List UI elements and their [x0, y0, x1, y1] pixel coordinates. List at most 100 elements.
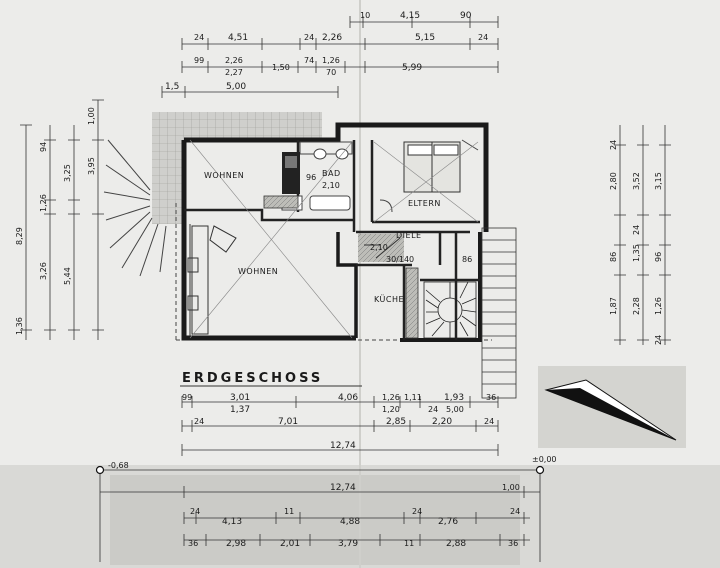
dim-bot-r1-2: 1,37	[230, 405, 250, 415]
level-markers: -0,68 ±0,00	[95, 455, 557, 475]
shelf	[263, 195, 299, 209]
dim-top-r3-1: 2,26	[225, 56, 243, 65]
dim-left-3: 8,29	[15, 227, 24, 245]
room-label-diele-height: 2,10	[370, 243, 388, 252]
dim-left-8: 1,00	[87, 107, 96, 125]
dim-bot-r1-0: 99	[182, 393, 192, 402]
dim-bot-r1-1: 3,01	[230, 393, 250, 403]
dim-bot-r6-0: 36	[188, 539, 198, 548]
room-label-wand: 30/140	[386, 255, 414, 264]
door-marks	[187, 224, 401, 336]
dim-right-4: 1,87	[609, 297, 618, 315]
dim-bot-r5-5: 2,76	[438, 517, 458, 527]
right-dimension-texts: 2,80 3,52 3,15 1,35 1,87 2,28 1,26 86 96…	[609, 140, 663, 345]
dim-right-10: 24	[632, 225, 641, 235]
dim-bot-r5-6: 24	[510, 507, 520, 516]
dim-top-r3-4: 74	[304, 56, 314, 65]
dim-right-5: 2,28	[632, 297, 641, 315]
dim-left-2: 3,95	[87, 157, 96, 175]
dim-right-9: 24	[609, 140, 618, 150]
dim-top-r2-0: 24	[194, 33, 204, 42]
dim-right-0: 2,80	[609, 172, 618, 190]
outdoor-stair	[481, 227, 517, 399]
dim-bot-r2-2: 2,85	[386, 417, 406, 427]
dim-top-r3-2: 2,27	[225, 68, 243, 77]
stove	[282, 152, 300, 194]
bottom-dimension-texts: 99 3,01 1,37 4,06 1,26 1,20 1,11 24 5,00…	[182, 393, 520, 549]
hall-floor	[358, 234, 404, 262]
top-dimension-lines	[161, 16, 499, 98]
sun-rays	[103, 139, 167, 277]
dim-right-11: 24	[654, 335, 663, 345]
dim-bot-r3-0: 12,74	[330, 441, 356, 451]
dim-bot-r4-1: 1,00	[502, 483, 520, 492]
dim-left-7: 1,36	[15, 317, 24, 335]
dim-right-7: 86	[609, 252, 618, 262]
dim-right-1: 3,52	[632, 172, 641, 190]
dim-bot-r6-3: 3,79	[338, 539, 358, 549]
dim-bot-r2-4: 24	[484, 417, 494, 426]
dim-top-r4-1: 5,00	[226, 82, 246, 92]
dim-right-6: 1,26	[654, 297, 663, 315]
dim-top-r3-7: 5,99	[402, 63, 422, 73]
room-label-86: 86	[462, 255, 472, 264]
room-label-bad-small: 96	[306, 173, 316, 182]
dim-left-6: 3,26	[39, 262, 48, 280]
dim-bot-r1-3: 4,06	[338, 393, 358, 403]
dim-top-r4-0: 1,5	[165, 82, 179, 92]
room-label-diele: DIELE	[396, 231, 422, 240]
dim-bot-r2-3: 2,20	[432, 417, 452, 427]
dim-top-r1-2: 10	[360, 11, 370, 20]
dim-bot-r1-9: 1,93	[444, 393, 464, 403]
floor-plan: WOHNEN WOHNEN BAD 2,10 96 ELTERN DIELE 2…	[103, 112, 517, 399]
top-dimension-texts: 4,15 90 10 24 4,51 24 2,26 5,15 24 99 2,…	[165, 11, 488, 92]
dim-top-r3-0: 99	[194, 56, 204, 65]
dim-bot-r2-1: 7,01	[278, 417, 298, 427]
left-dimension-lines	[20, 99, 104, 340]
dim-bot-r4-0: 12,74	[330, 483, 356, 493]
dim-bot-r5-2: 11	[284, 507, 294, 516]
dim-bot-r6-4: 11	[404, 539, 414, 548]
bottom-dimension-lines	[99, 396, 541, 562]
bed	[403, 141, 461, 193]
room-label-bad: BAD	[322, 169, 341, 178]
dim-bot-r5-0: 24	[190, 507, 200, 516]
left-dimension-texts: 94 3,25 3,95 8,29 1,26 5,44 3,26 1,36 1,…	[15, 107, 96, 335]
right-dimension-lines	[614, 125, 671, 345]
dim-bot-r6-5: 2,88	[446, 539, 466, 549]
dim-top-r2-5: 24	[478, 33, 488, 42]
dim-left-4: 1,26	[39, 194, 48, 212]
dim-left-5: 5,44	[63, 267, 72, 285]
paper-fold-band-2	[110, 475, 520, 565]
kitchen-counter	[405, 267, 419, 339]
diagonal-lines	[189, 139, 479, 339]
room-label-eltern: ELTERN	[408, 199, 441, 208]
dim-bot-r1-8: 5,00	[446, 405, 464, 414]
dim-top-r2-4: 5,15	[415, 33, 435, 43]
dim-left-0: 94	[39, 142, 48, 152]
north-arrow-box	[538, 366, 686, 448]
dim-top-r1-0: 4,15	[400, 11, 420, 21]
dim-bot-r5-3: 4,88	[340, 517, 360, 527]
room-label-bad-height: 2,10	[322, 181, 340, 190]
dim-top-r3-3: 1,50	[272, 63, 290, 72]
room-label-kueche: KÜCHE	[374, 294, 404, 304]
dim-top-r3-5: 1,26	[322, 56, 340, 65]
staircase	[423, 281, 477, 339]
outer-walls	[181, 122, 489, 342]
dim-bot-r1-5: 1,20	[382, 405, 400, 414]
dim-bot-r5-1: 4,13	[222, 517, 242, 527]
dim-right-3: 1,35	[632, 244, 641, 262]
dim-top-r3-6: 70	[326, 68, 336, 77]
door-swing-bed	[379, 139, 479, 213]
terrace-tiles-top	[152, 112, 322, 140]
level-left: -0,68	[108, 461, 129, 470]
inner-walls	[184, 140, 480, 340]
dim-bot-r5-4: 24	[412, 507, 422, 516]
dim-left-1: 3,25	[63, 164, 72, 182]
dim-right-2: 3,15	[654, 172, 663, 190]
dim-bot-r1-4: 1,26	[382, 393, 400, 402]
dim-bot-r2-0: 24	[194, 417, 204, 426]
room-label-wohnen-upper: WOHNEN	[204, 171, 244, 180]
